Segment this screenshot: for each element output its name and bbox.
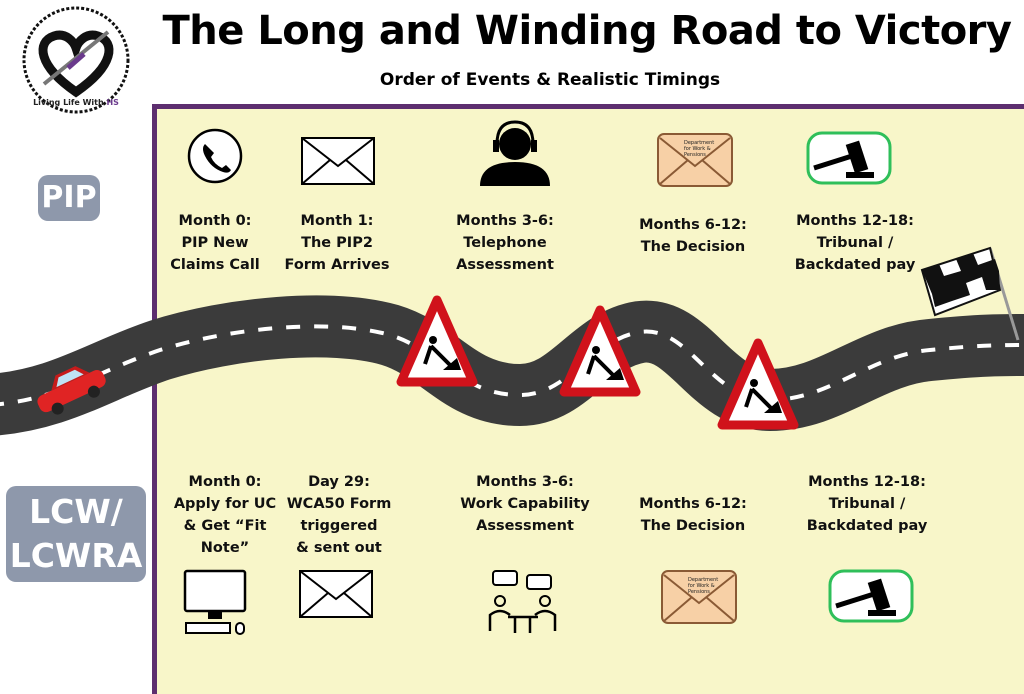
page-title: The Long and Winding Road to Victory [162,8,1012,54]
step-line: & sent out [296,540,382,556]
step-line: Telephone [463,235,547,251]
step-line: Month 0: [188,474,262,490]
envelope-icon [301,137,375,185]
page-subtitle: Order of Events & Realistic Timings [379,70,721,90]
logo-text: Living Life With HS [33,98,119,107]
step-line: PIP New [181,235,249,251]
pip-badge: PIP [38,175,100,221]
roadworks-sign-icon [559,305,641,397]
dwp-text: for Work & [684,146,711,152]
step-line: Backdated pay [806,518,928,534]
lcw-label-line: LCW/ [29,492,123,531]
step-line: Months 12-18: [796,213,914,229]
step-line: triggered [300,518,378,534]
dwp-text: Department [684,140,714,146]
step-line: & Get “Fit [183,518,267,534]
step-line: The Decision [640,239,746,255]
step-line: Assessment [476,518,574,534]
step-line: Note” [200,540,250,556]
dwp-text: for Work & [688,583,715,589]
dwp-text: Pensions [688,589,710,595]
step-line: Months 3-6: [476,474,574,490]
step-line: Month 1: [300,213,374,229]
step-line: Months 6-12: [639,496,747,512]
roadworks-sign-icon [717,338,799,430]
step-line: Tribunal / [816,235,894,251]
step-line: Day 29: [308,474,370,490]
step-line: The Decision [640,518,746,534]
pip-step-months-6-12: Months 6-12: The Decision [618,214,768,258]
lcw-icons: Department for Work & Pensions [183,569,914,635]
phone-icon [187,128,243,184]
step-line: Month 0: [178,213,252,229]
step-line: Claims Call [170,257,260,273]
pip-step-months-12-18: Months 12-18: Tribunal / Backdated pay [780,210,930,276]
step-line: Assessment [456,257,554,273]
step-line: Form Arrives [284,257,390,273]
step-line: WCA50 Form [286,496,392,512]
step-line: Months 12-18: [808,474,926,490]
lcw-label-line: LCWRA [9,536,143,575]
gavel-icon [828,569,914,623]
living-life-with-hs-logo: Living Life With HS [22,6,130,114]
lcw-step-months-12-18: Months 12-18: Tribunal / Backdated pay [792,471,942,537]
dwp-text: Department [688,577,718,583]
roadworks-sign-icon [396,295,478,387]
step-line: The PIP2 [301,235,373,251]
chequered-flag-icon [920,246,1020,341]
lcw-step-months-6-12: Months 6-12: The Decision [618,493,768,537]
step-line: Backdated pay [794,257,916,273]
pip-icons: Department for Work & Pensions [187,120,892,187]
step-line: Tribunal / [828,496,906,512]
step-line: Months 3-6: [456,213,554,229]
gavel-icon [806,131,892,185]
step-line: Apply for UC [173,496,277,512]
step-line: Months 6-12: [639,217,747,233]
dwp-envelope-icon: Department for Work & Pensions [661,570,737,624]
step-line: Work Capability [460,496,590,512]
dwp-envelope-icon: Department for Work & Pensions [657,133,733,187]
computer-icon [183,569,247,635]
meeting-icon [488,570,557,633]
lcw-lcwra-badge: LCW/ LCWRA [6,486,146,582]
dwp-text: Pensions [684,152,706,158]
envelope-icon [299,570,373,618]
lcw-step-day-29: Day 29: WCA50 Form triggered & sent out [264,471,414,559]
headset-person-icon [480,120,550,186]
red-car-icon [37,366,106,415]
